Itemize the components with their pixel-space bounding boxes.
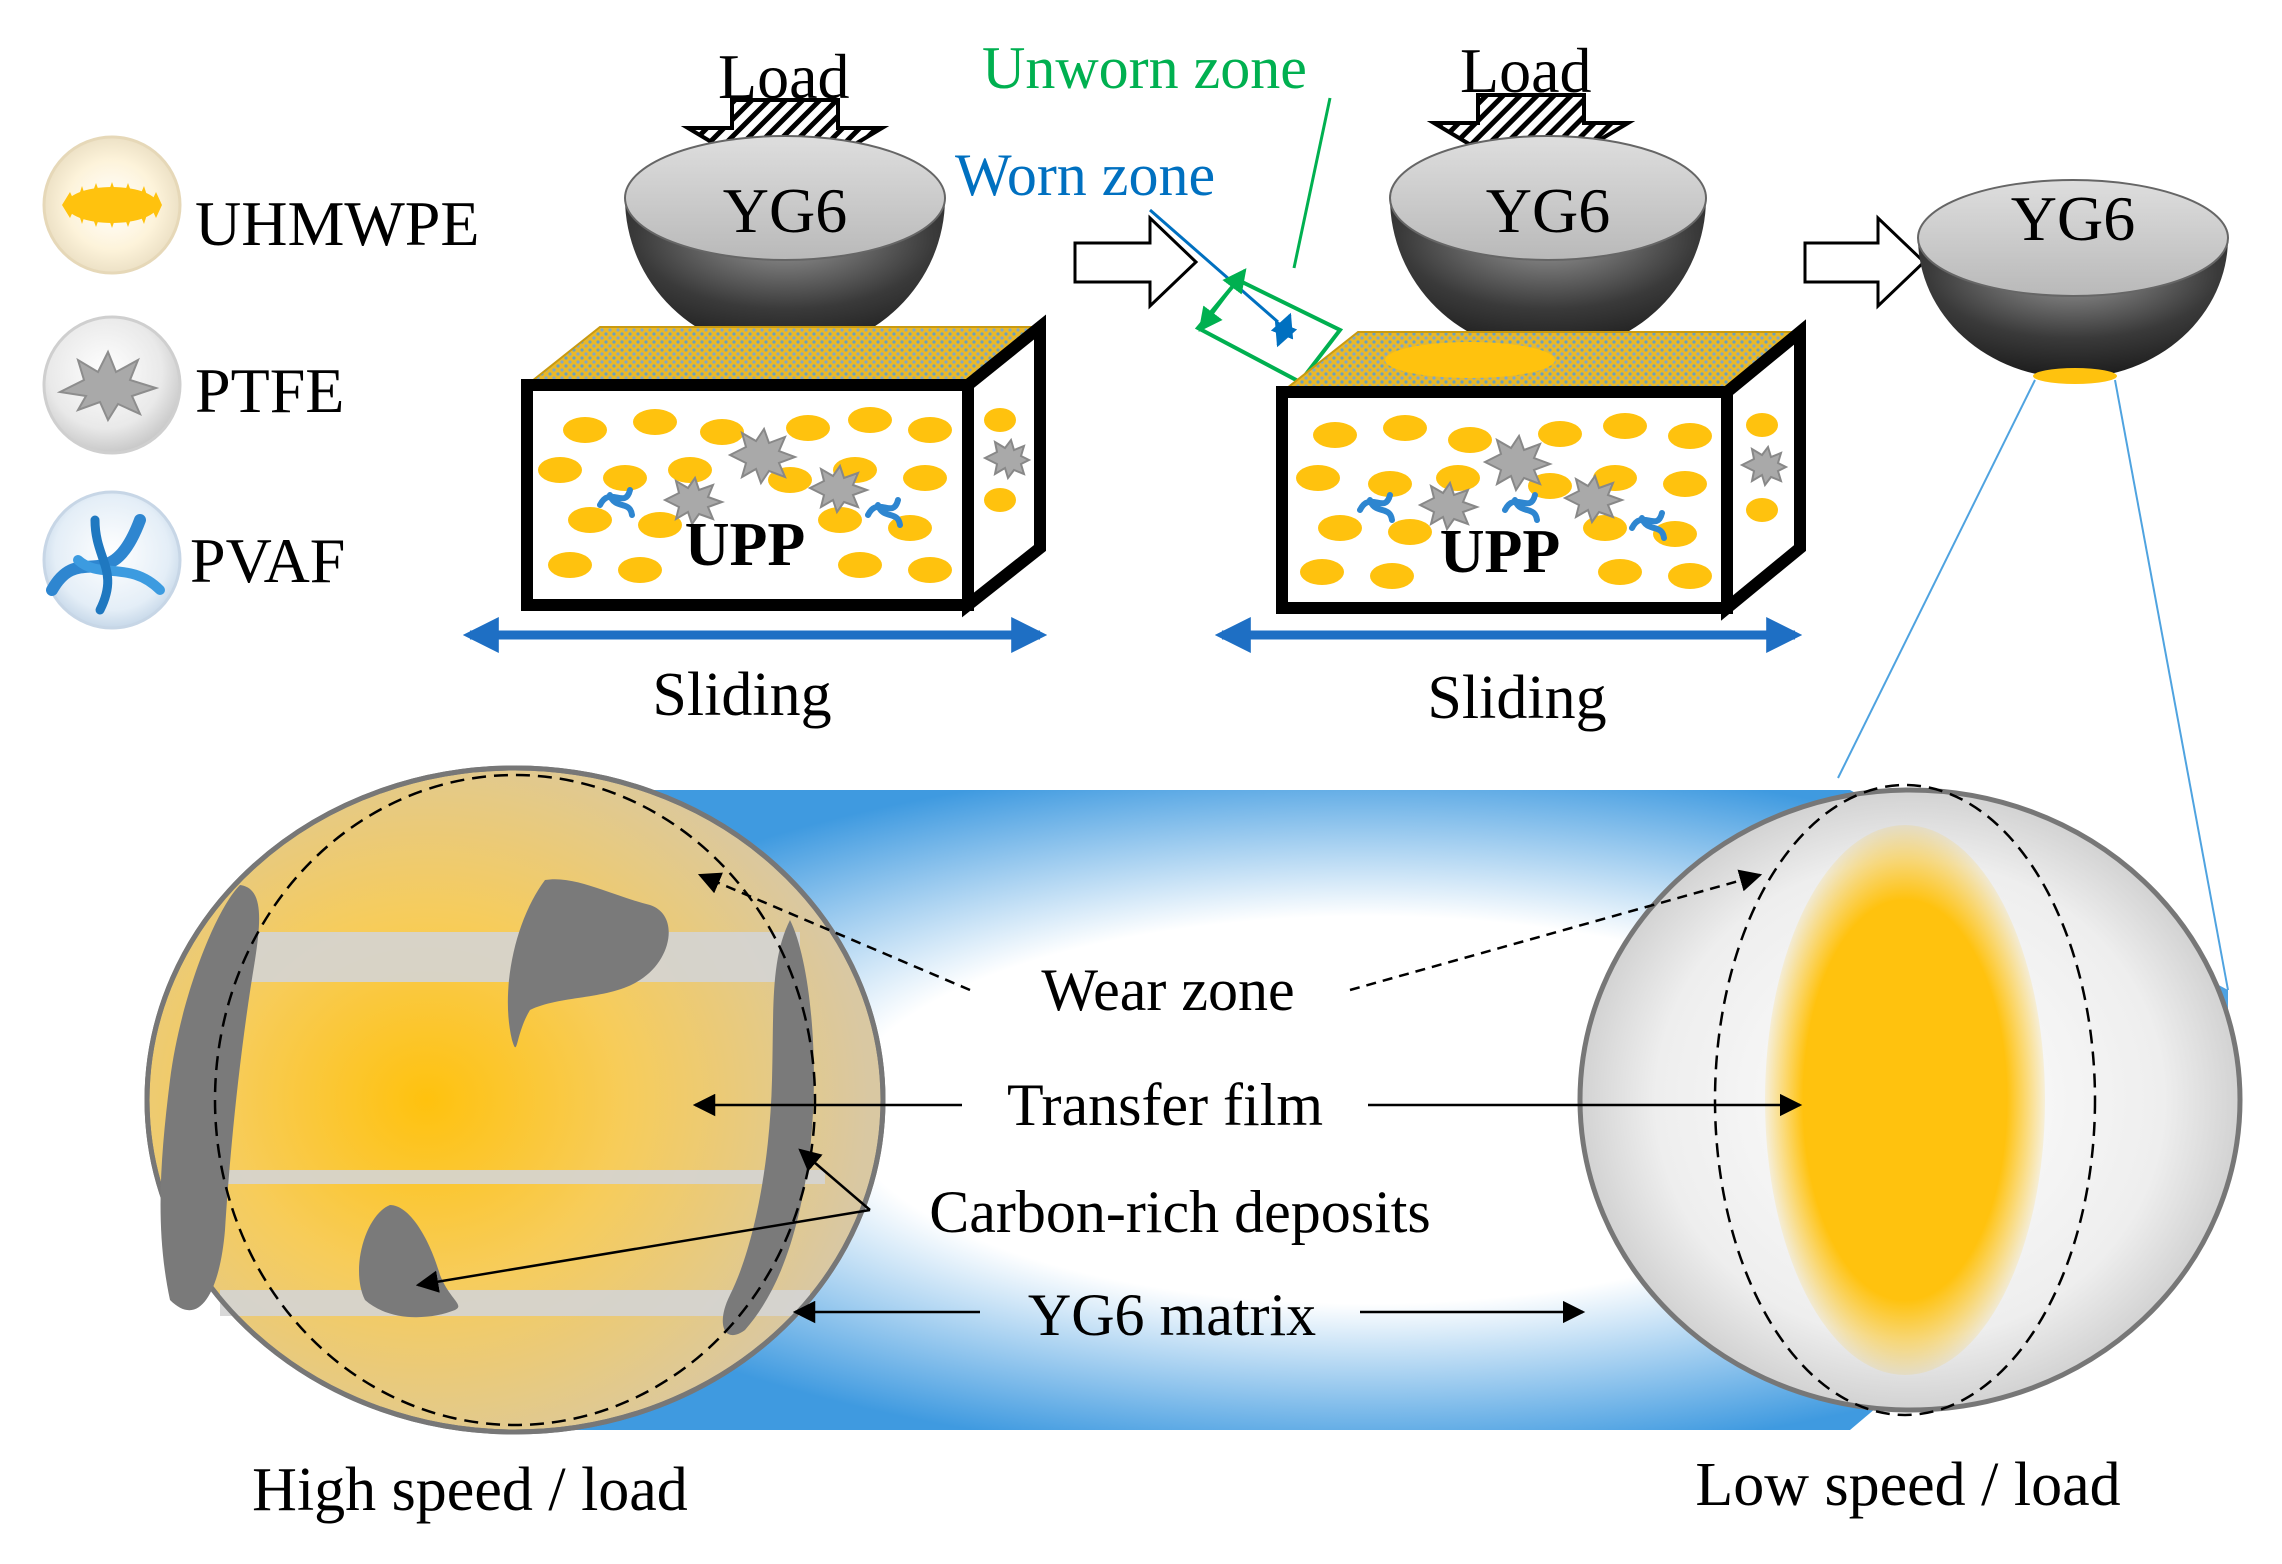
panel-left: Load YG6: [462, 41, 1048, 729]
yg6-ball-mid: [1389, 135, 1707, 353]
unworn-zone-label: Unworn zone: [982, 35, 1307, 101]
legend: UHMWPE PTFE PVAF: [42, 135, 479, 630]
caption-high-speed: High speed / load: [252, 1456, 688, 1524]
annotations: Wear zone Transfer film Carbon-rich depo…: [415, 869, 1803, 1348]
ptfe-legend-label: PTFE: [195, 355, 344, 426]
ptfe-legend-icon: [42, 315, 182, 455]
carbon-deposit: [160, 879, 814, 1336]
uhmwpe-legend-label: UHMWPE: [195, 188, 479, 259]
zone-detail-callout: [1194, 268, 1344, 385]
upp-label-left: UPP: [685, 511, 806, 579]
upp-block-left: [521, 314, 1046, 618]
wear-zone-label: Wear zone: [1041, 957, 1294, 1023]
transition-arrow-1: [1073, 214, 1199, 310]
yg6-matrix-label: YG6 matrix: [1028, 1282, 1316, 1348]
yg6-label-left: YG6: [723, 175, 847, 246]
transfer-film-spot: [2033, 368, 2117, 384]
yg6-label-mid: YG6: [1486, 175, 1610, 246]
yg6-ball-right: [1917, 179, 2229, 384]
pvaf-legend-label: PVAF: [190, 525, 345, 596]
panel-middle: Unworn zone Worn zone Load YG6: [955, 35, 1806, 732]
yg6-ball-left: [624, 135, 946, 353]
transfer-film-region: [1765, 825, 2045, 1375]
worn-surface-low: [1577, 783, 2243, 1417]
sliding-label-mid: Sliding: [1427, 664, 1606, 732]
caption-low-speed: Low speed / load: [1695, 1451, 2120, 1519]
transition-arrow-2: [1803, 214, 1927, 310]
uhmwpe-legend-icon: [42, 135, 182, 275]
yg6-label-right: YG6: [2011, 183, 2135, 254]
upp-label-mid: UPP: [1440, 518, 1561, 586]
worn-surface-high: [144, 765, 886, 1435]
panel-right: YG6: [1917, 179, 2229, 384]
sliding-label-left: Sliding: [652, 661, 831, 729]
carbon-deposits-label: Carbon-rich deposits: [929, 1179, 1431, 1245]
transfer-film-label: Transfer film: [1007, 1072, 1323, 1138]
upp-block-mid: [1276, 319, 1806, 621]
pvaf-legend-icon: [42, 490, 182, 630]
worn-zone-label: Worn zone: [955, 142, 1215, 208]
